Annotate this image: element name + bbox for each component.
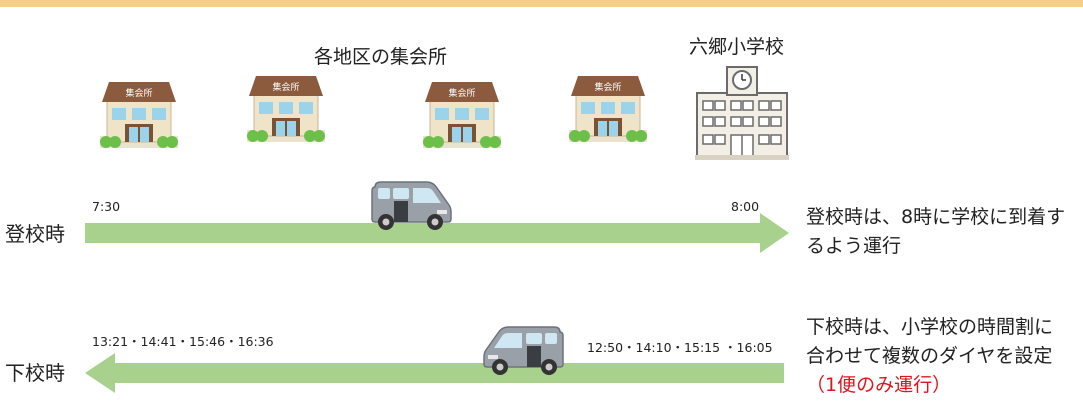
returning-note: （1便のみ運行）: [806, 374, 952, 396]
returning-school-departures: 12:50・14:10・15:15 ・16:05: [587, 340, 773, 355]
van-icon: [483, 326, 564, 375]
going-arrow: [85, 213, 789, 253]
community-hall-2: 集会所: [247, 76, 325, 142]
halls-heading: 各地区の集会所: [314, 46, 448, 68]
hall-sign: 集会所: [125, 87, 152, 99]
returning-label: 下校時: [5, 361, 65, 385]
going-description: 登校時は、8時に学校に到着す るよう運行: [806, 203, 1065, 261]
returning-hall-arrivals: 13:21・14:41・15:46・16:36: [92, 334, 274, 349]
van-icon: [371, 181, 452, 230]
school-heading: 六郷小学校: [689, 36, 785, 58]
returning-arrow: [85, 353, 784, 393]
returning-description-line-2: 合わせて複数のダイヤを設定: [806, 345, 1053, 367]
hall-sign: 集会所: [594, 81, 621, 93]
hall-sign: 集会所: [448, 87, 475, 99]
school-building: [695, 66, 789, 160]
returning-description-line-1: 下校時は、小学校の時間割に: [806, 316, 1054, 338]
going-label: 登校時: [5, 222, 65, 246]
going-description-line-1: 登校時は、8時に学校に到着す: [806, 206, 1066, 228]
hall-sign: 集会所: [272, 81, 299, 93]
going-description-line-2: るよう運行: [806, 235, 902, 257]
community-hall-4: 集会所: [569, 76, 647, 142]
top-accent-bar: [0, 0, 1083, 7]
going-start-time: 7:30: [92, 199, 121, 214]
going-end-time: 8:00: [731, 199, 760, 214]
returning-description: 下校時は、小学校の時間割に 合わせて複数のダイヤを設定 （1便のみ運行）: [806, 313, 1053, 400]
community-hall-3: 集会所: [423, 82, 501, 148]
community-hall-1: 集会所: [100, 82, 178, 148]
